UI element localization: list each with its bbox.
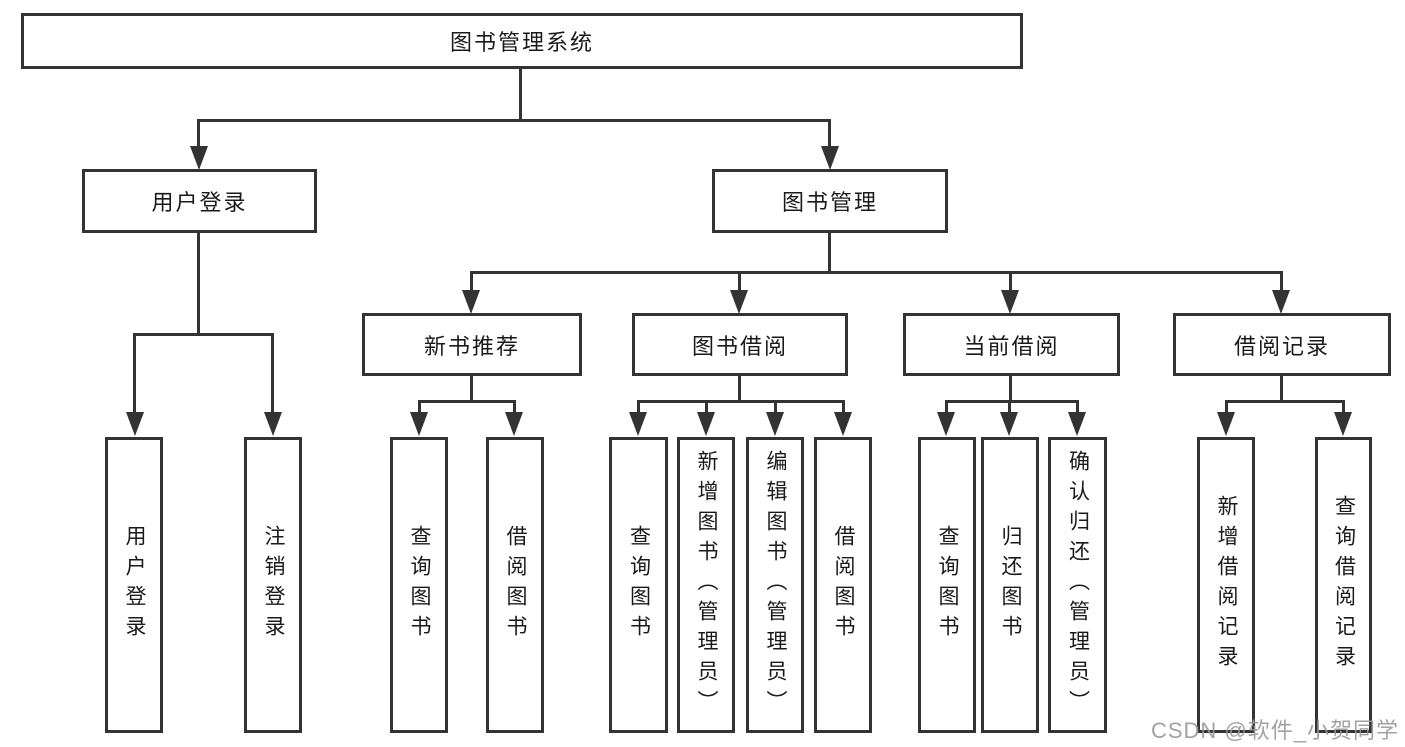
- connector-drop: [1008, 400, 1011, 414]
- leaf-confirm-return-admin: 确认归还（管理员）: [1048, 437, 1107, 733]
- arrow-down-icon: [629, 412, 647, 436]
- arrow-down-icon: [766, 412, 784, 436]
- leaf-borrow-books-recommend: 借阅图书: [486, 437, 544, 733]
- leaf-query-books-current: 查询图书: [918, 437, 976, 733]
- connector-user-login-rail: [133, 333, 274, 336]
- connector-drop-borrow-records: [1280, 271, 1283, 293]
- leaf-user-login: 用户登录: [105, 437, 163, 733]
- arrow-down-icon: [821, 146, 839, 170]
- arrow-down-icon: [190, 146, 208, 170]
- node-current-borrow: 当前借阅: [903, 313, 1120, 376]
- leaf-borrow-books: 借阅图书: [814, 437, 872, 733]
- connector-drop-leaf-logout: [271, 333, 274, 413]
- connector-drop-new-book: [470, 271, 473, 293]
- connector-drop: [705, 400, 708, 414]
- connector-book-borrow-rail: [637, 400, 845, 403]
- connector-drop: [1225, 400, 1228, 414]
- connector-level3-rail: [470, 271, 1283, 274]
- connector-new-book-rail: [418, 400, 516, 403]
- leaf-edit-book-admin: 编辑图书（管理员）: [746, 437, 804, 733]
- arrow-down-icon: [505, 412, 523, 436]
- connector-drop: [842, 400, 845, 414]
- leaf-add-book-admin: 新增图书（管理员）: [677, 437, 735, 733]
- arrow-down-icon: [1272, 290, 1290, 314]
- arrow-down-icon: [126, 412, 144, 436]
- arrow-down-icon: [1334, 412, 1352, 436]
- arrow-down-icon: [462, 290, 480, 314]
- connector-drop: [637, 400, 640, 414]
- connector-book-borrow-stem: [738, 376, 741, 403]
- connector-drop: [513, 400, 516, 414]
- connector-current-borrow-stem: [1009, 376, 1012, 403]
- connector-new-book-stem: [470, 376, 473, 403]
- arrow-down-icon: [410, 412, 428, 436]
- arrow-down-icon: [1001, 290, 1019, 314]
- connector-drop: [774, 400, 777, 414]
- connector-drop: [418, 400, 421, 414]
- connector-drop-leaf-user-login: [133, 333, 136, 413]
- node-user-login: 用户登录: [82, 169, 317, 233]
- node-borrow-records: 借阅记录: [1173, 313, 1391, 376]
- connector-root-stem: [519, 69, 522, 121]
- arrow-down-icon: [1068, 412, 1086, 436]
- arrow-down-icon: [1000, 412, 1018, 436]
- leaf-add-borrow-record: 新增借阅记录: [1197, 437, 1255, 733]
- node-book-borrow: 图书借阅: [632, 313, 848, 376]
- arrow-down-icon: [697, 412, 715, 436]
- leaf-query-books-borrow: 查询图书: [609, 437, 668, 733]
- connector-drop: [1342, 400, 1345, 414]
- leaf-query-books-recommend: 查询图书: [390, 437, 448, 733]
- csdn-watermark: CSDN @软件_小贺同学: [1150, 718, 1399, 743]
- connector-level2-rail: [197, 119, 831, 122]
- connector-drop: [945, 400, 948, 414]
- arrow-down-icon: [264, 412, 282, 436]
- connector-borrow-records-rail: [1225, 400, 1345, 403]
- connector-drop-user-login: [197, 119, 200, 149]
- connector-drop-book-borrow: [738, 271, 741, 293]
- connector-drop-current-borrow: [1009, 271, 1012, 293]
- leaf-logout: 注销登录: [244, 437, 302, 733]
- connector-borrow-records-stem: [1280, 376, 1283, 403]
- arrow-down-icon: [1217, 412, 1235, 436]
- arrow-down-icon: [937, 412, 955, 436]
- node-new-book-recommend: 新书推荐: [362, 313, 582, 376]
- node-library-management-system: 图书管理系统: [21, 13, 1023, 69]
- arrow-down-icon: [730, 290, 748, 314]
- connector-drop: [1076, 400, 1079, 414]
- connector-user-login-stem: [197, 233, 200, 336]
- node-book-management: 图书管理: [712, 169, 948, 233]
- leaf-query-borrow-record: 查询借阅记录: [1315, 437, 1372, 733]
- connector-book-management-stem: [828, 233, 831, 273]
- connector-drop-book-management: [828, 119, 831, 149]
- connector-current-borrow-rail: [945, 400, 1079, 403]
- arrow-down-icon: [834, 412, 852, 436]
- leaf-return-book: 归还图书: [981, 437, 1039, 733]
